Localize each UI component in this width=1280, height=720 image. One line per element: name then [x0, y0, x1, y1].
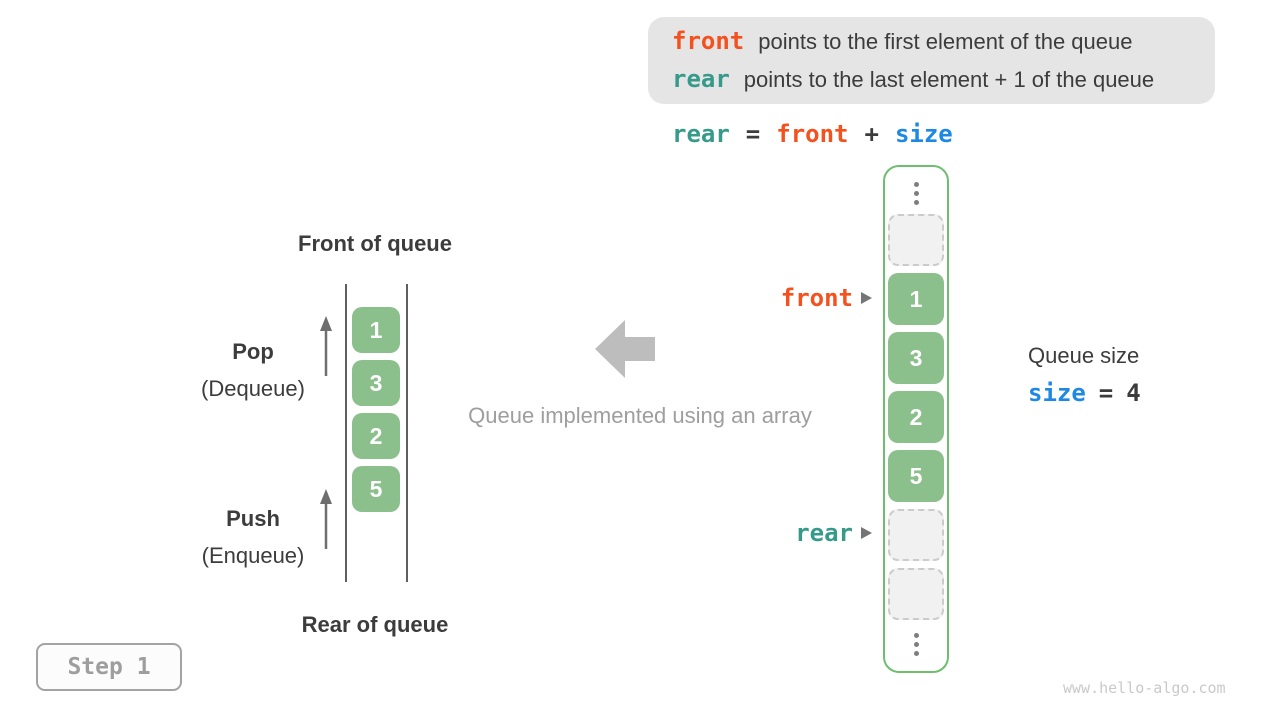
pointer-formula: rear = front + size: [672, 120, 953, 148]
pop-up-arrow-icon: [320, 316, 332, 376]
array-cell-value: 3: [888, 332, 944, 384]
queue-wall-right: [406, 284, 408, 582]
array-cell-value: 5: [888, 450, 944, 502]
queue-element: 5: [352, 466, 400, 512]
rear-pointer-arrow-icon: [861, 527, 872, 539]
push-up-arrow-icon: [320, 489, 332, 549]
array-cell-empty: [888, 214, 944, 266]
rear-keyword: rear: [672, 65, 730, 93]
rear-pointer: rear: [672, 519, 872, 547]
push-subtitle: (Enqueue): [201, 543, 305, 568]
array-container: 1 3 2 5: [883, 165, 949, 673]
front-pointer: front: [672, 284, 872, 312]
queue-element: 1: [352, 307, 400, 353]
size-equals: =: [1098, 379, 1114, 407]
ellipsis-bottom-icon: [885, 633, 947, 656]
pop-title: Pop: [232, 339, 274, 364]
watermark: www.hello-algo.com: [1063, 679, 1226, 697]
formula-plus: +: [864, 120, 879, 148]
formula-equals: =: [745, 120, 761, 148]
front-description: points to the first element of the queue: [758, 29, 1133, 54]
legend-box: front points to the first element of the…: [648, 17, 1215, 104]
formula-rear: rear: [672, 120, 730, 148]
array-cell-value: 2: [888, 391, 944, 443]
legend-line-front: front points to the first element of the…: [672, 23, 1215, 60]
left-block-arrow-icon: [595, 320, 655, 378]
queue-element: 3: [352, 360, 400, 406]
formula-front: front: [776, 120, 849, 148]
formula-size: size: [894, 120, 953, 148]
push-label: Push (Enqueue): [168, 500, 338, 574]
legend-line-rear: rear points to the last element + 1 of t…: [672, 61, 1215, 98]
rear-description: points to the last element + 1 of the qu…: [743, 67, 1155, 92]
front-keyword: front: [672, 27, 745, 55]
queue-element: 2: [352, 413, 400, 459]
queue-size-equation: size = 4: [1028, 379, 1141, 407]
queue-size-title: Queue size: [1028, 343, 1140, 368]
step-badge: Step 1: [36, 643, 182, 691]
diagram-caption: Queue implemented using an array: [468, 403, 812, 428]
size-variable: size: [1028, 379, 1086, 407]
rear-of-queue-label: Rear of queue: [301, 612, 449, 637]
pop-subtitle: (Dequeue): [201, 376, 305, 401]
rear-pointer-label: rear: [795, 519, 853, 547]
front-pointer-arrow-icon: [861, 292, 872, 304]
push-title: Push: [226, 506, 280, 531]
front-pointer-label: front: [780, 284, 853, 312]
array-cell-empty: [888, 509, 944, 561]
array-cell-empty: [888, 568, 944, 620]
queue-wall-left: [345, 284, 347, 582]
pop-label: Pop (Dequeue): [168, 333, 338, 407]
array-cell-value: 1: [888, 273, 944, 325]
size-value: 4: [1126, 379, 1141, 407]
front-of-queue-label: Front of queue: [298, 231, 452, 256]
ellipsis-top-icon: [885, 182, 947, 205]
